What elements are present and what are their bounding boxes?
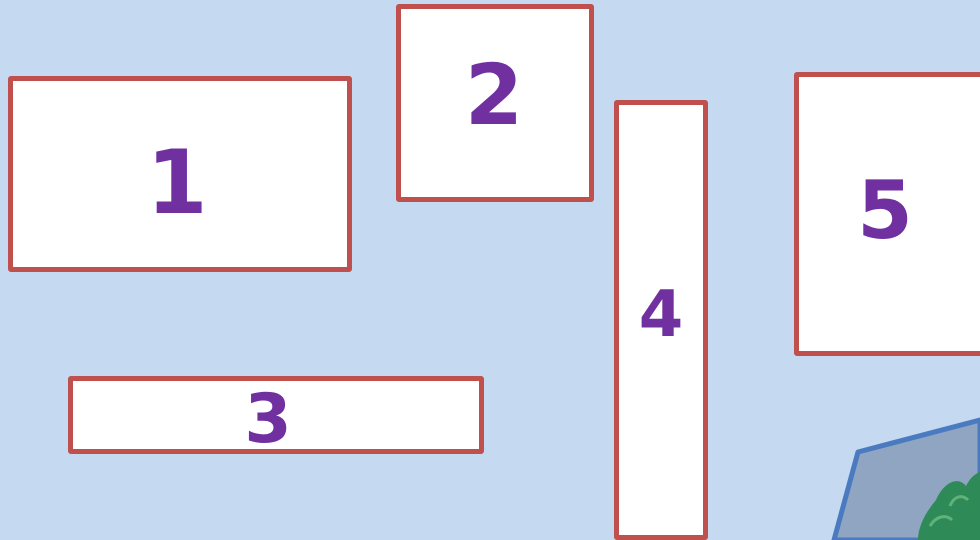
diagram-canvas: 1 2 3 4 5	[0, 0, 980, 540]
slanted-panel-decoration	[0, 0, 980, 540]
